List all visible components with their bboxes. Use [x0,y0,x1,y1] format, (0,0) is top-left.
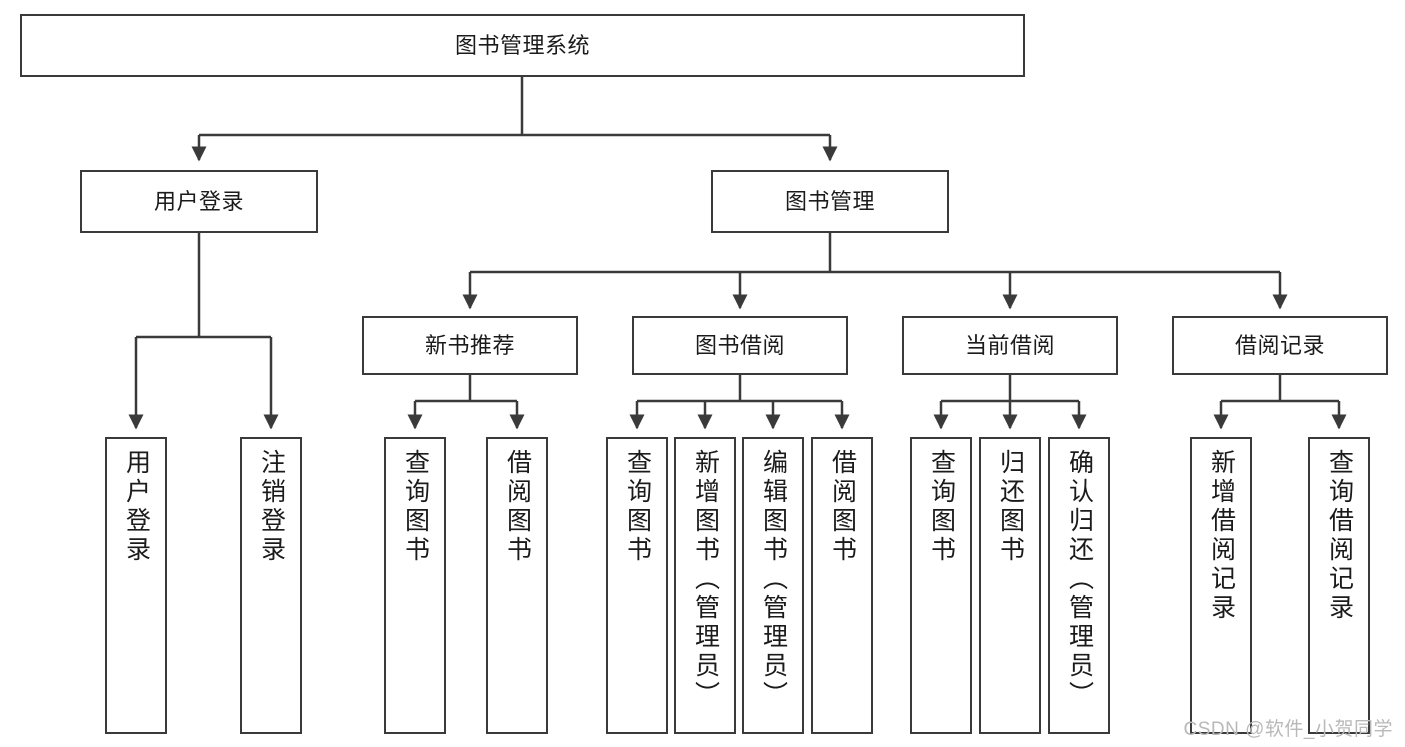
node-label: 图书借阅 [694,332,785,358]
leaf-book-borrow-add-book-admin[interactable]: 新增图书（管理员） [674,437,736,734]
leaf-current-borrow-confirm-return-admin[interactable]: 确认归还（管理员） [1048,437,1110,734]
node-label: 借阅记录 [1234,332,1325,358]
node-label: 编辑图书（管理员） [759,449,788,710]
leaf-borrow-record-query-record[interactable]: 查询借阅记录 [1308,437,1370,734]
node-label: 确认归还（管理员） [1065,449,1094,710]
node-label: 当前借阅 [964,332,1055,358]
leaf-book-borrow-borrow-book[interactable]: 借阅图书 [811,437,873,734]
watermark-text: CSDN @软件_小贺同学 [1183,719,1393,740]
leaf-book-borrow-query-book[interactable]: 查询图书 [606,437,668,734]
leaf-current-borrow-query-book[interactable]: 查询图书 [910,437,972,734]
node-label: 用户登录 [153,188,244,214]
node-label: 图书管理系统 [454,32,590,58]
node-label: 注销登录 [257,449,286,565]
node-current-borrow[interactable]: 当前借阅 [902,316,1118,375]
node-label: 新增图书（管理员） [691,449,720,710]
leaf-book-borrow-edit-book-admin[interactable]: 编辑图书（管理员） [742,437,804,734]
node-book-management[interactable]: 图书管理 [711,170,949,233]
leaf-borrow-record-add-record[interactable]: 新增借阅记录 [1190,437,1252,734]
node-label: 查询图书 [401,449,430,565]
node-label: 借阅图书 [828,449,857,565]
leaf-current-borrow-return-book[interactable]: 归还图书 [979,437,1041,734]
leaf-new-book-borrow-book[interactable]: 借阅图书 [486,437,548,734]
node-label: 新书推荐 [424,332,515,358]
node-root-book-management-system[interactable]: 图书管理系统 [20,14,1025,77]
node-label: 归还图书 [996,449,1025,565]
node-book-borrow[interactable]: 图书借阅 [632,316,848,375]
node-label: 新增借阅记录 [1207,449,1236,623]
node-label: 查询图书 [927,449,956,565]
node-borrow-record[interactable]: 借阅记录 [1172,316,1388,375]
node-user-login[interactable]: 用户登录 [80,170,318,233]
node-label: 用户登录 [122,449,151,565]
node-label: 查询借阅记录 [1325,449,1354,623]
leaf-user-login-login[interactable]: 用户登录 [105,437,167,734]
node-label: 借阅图书 [503,449,532,565]
node-label: 图书管理 [784,188,875,214]
leaf-new-book-query-book[interactable]: 查询图书 [384,437,446,734]
leaf-user-login-logout[interactable]: 注销登录 [240,437,302,734]
node-new-book-recommend[interactable]: 新书推荐 [362,316,578,375]
node-label: 查询图书 [623,449,652,565]
